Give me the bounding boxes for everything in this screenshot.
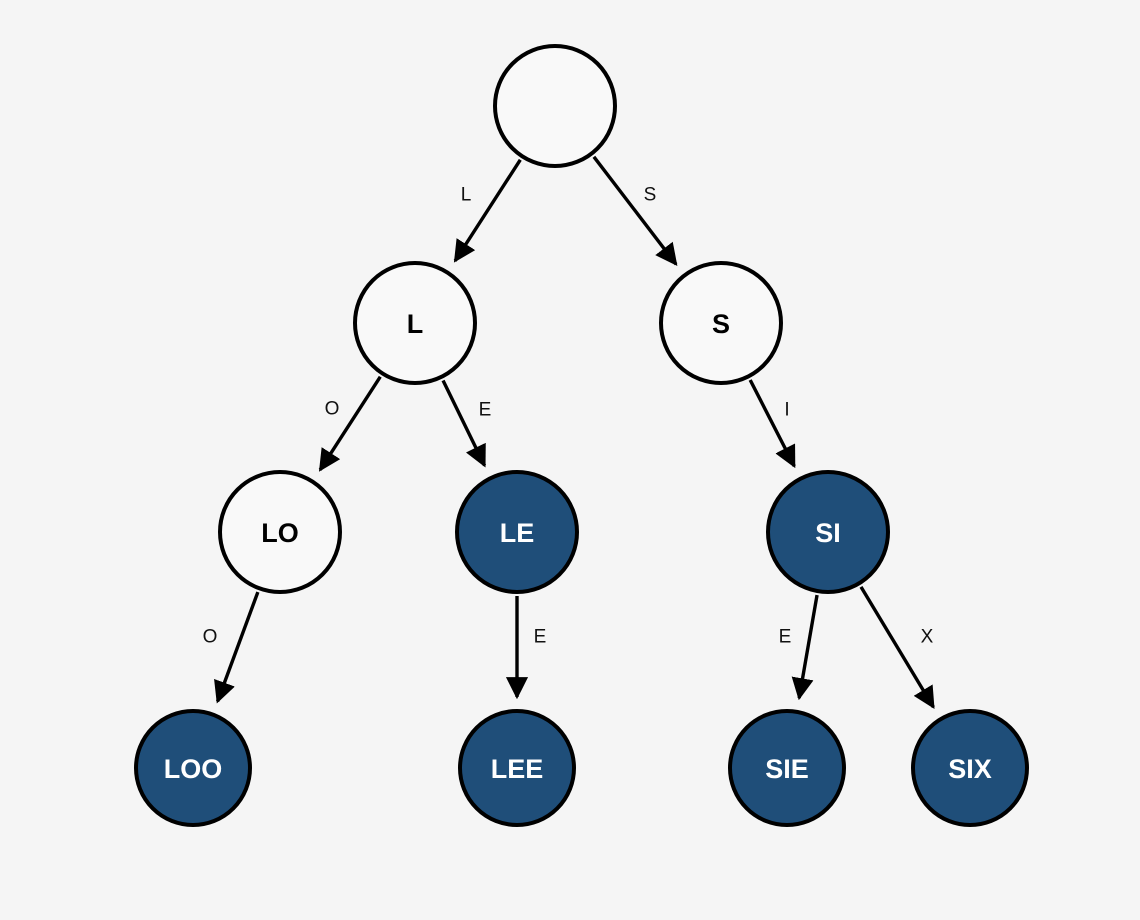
node-label-lee: LEE	[491, 754, 544, 784]
node-six[interactable]: SIX	[911, 709, 1029, 827]
edge-S-SI	[748, 379, 796, 469]
node-circle-sie[interactable]	[728, 709, 846, 827]
node-root[interactable]	[493, 44, 617, 168]
edge-label-LE-LEE: E	[534, 627, 547, 648]
edge-label-L-LE: E	[479, 400, 492, 421]
node-circle-l[interactable]	[353, 261, 477, 385]
node-label-l: L	[407, 309, 424, 339]
node-sie[interactable]: SIE	[728, 709, 846, 827]
edge-root-L	[453, 158, 522, 263]
edge-L-LO	[318, 375, 382, 472]
edge-SI-SIE	[791, 594, 819, 701]
edge-label-LO-LOO: O	[203, 627, 218, 648]
node-circle-s[interactable]	[659, 261, 783, 385]
edge-root-S	[592, 155, 678, 266]
node-lee[interactable]: LEE	[458, 709, 576, 827]
node-label-si: SI	[815, 518, 841, 548]
node-circle-lee[interactable]	[458, 709, 576, 827]
node-s[interactable]: S	[659, 261, 783, 385]
edge-label-SI-SIE: E	[779, 627, 792, 648]
node-circle-loo[interactable]	[134, 709, 252, 827]
node-loo[interactable]: LOO	[134, 709, 252, 827]
edge-label-root-L: L	[461, 185, 472, 206]
node-l[interactable]: L	[353, 261, 477, 385]
edge-LO-LOO	[214, 591, 260, 704]
node-le[interactable]: LE	[455, 470, 579, 594]
edge-L-LE	[441, 379, 487, 468]
edge-label-SI-SIX: X	[921, 627, 934, 648]
edge-label-L-LO: O	[325, 399, 340, 420]
node-circle-root[interactable]	[493, 44, 617, 168]
node-label-lo: LO	[261, 518, 299, 548]
node-label-s: S	[712, 309, 730, 339]
node-circle-six[interactable]	[911, 709, 1029, 827]
edge-labels-layer: L S O E I O E E X	[203, 185, 934, 648]
edge-label-root-S: S	[644, 185, 657, 206]
node-label-six: SIX	[948, 754, 992, 784]
node-lo[interactable]: LO	[218, 470, 342, 594]
node-label-loo: LOO	[164, 754, 223, 784]
node-label-sie: SIE	[765, 754, 809, 784]
edge-label-S-SI: I	[784, 400, 789, 421]
node-si[interactable]: SI	[766, 470, 890, 594]
edge-SI-SIX	[859, 585, 935, 710]
node-circle-le[interactable]	[455, 470, 579, 594]
edges-layer	[214, 155, 935, 710]
node-label-le: LE	[500, 518, 535, 548]
node-circle-si[interactable]	[766, 470, 890, 594]
node-circle-lo[interactable]	[218, 470, 342, 594]
